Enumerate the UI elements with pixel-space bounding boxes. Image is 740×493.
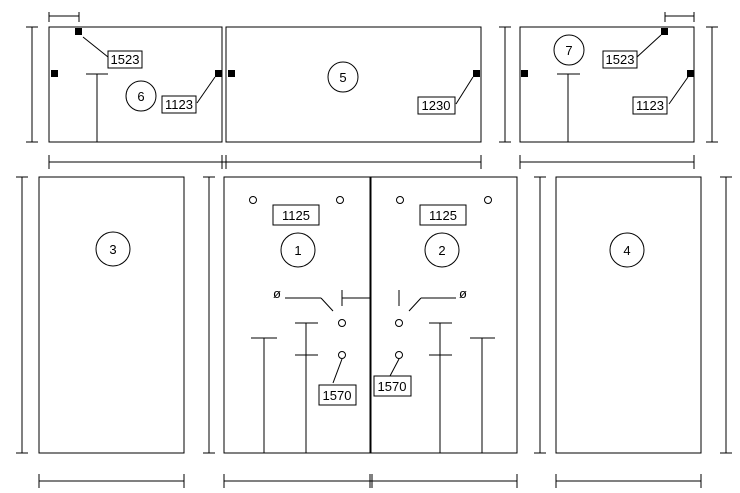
- panel-2-diameter-symbol: ø: [459, 286, 467, 301]
- panel-1-bottom-leader: [332, 358, 343, 384]
- upper-width-dims: [48, 155, 695, 169]
- panel-2-bottom-leader: [389, 358, 400, 377]
- panel-1-top-label: 1125: [282, 208, 310, 223]
- panel-3-callout: [95, 231, 131, 267]
- panel-5-side-leader: [455, 76, 474, 105]
- panel-1-hole: [338, 351, 346, 359]
- panel-1-hole: [336, 196, 344, 204]
- panel-1: 1125 1 ø 1570: [223, 176, 399, 454]
- panel-7-right-marker: [687, 70, 694, 77]
- lower-width-dims: [38, 474, 702, 488]
- panel-2-top-label: 1125: [429, 208, 457, 223]
- panel-2-callout: [424, 232, 460, 268]
- panel-5-side-label: 1230: [422, 98, 451, 113]
- panel-7-side-label: 1123: [636, 98, 664, 113]
- panel-4-callout: [609, 232, 645, 268]
- panel-5-callout: [327, 61, 359, 93]
- panel-7: 1523 1123 7: [519, 12, 695, 143]
- panel-1-hole: [249, 196, 257, 204]
- panel-2-hole: [395, 351, 403, 359]
- panel-5-left-marker: [228, 70, 235, 77]
- panel-4-outline: [555, 176, 702, 454]
- panel-1-number: 1: [294, 243, 301, 258]
- panel-2-hole: [484, 196, 492, 204]
- panel-7-outline: [519, 26, 695, 143]
- panel-5-right-marker: [473, 70, 480, 77]
- panel-1-hole: [338, 319, 346, 327]
- panel-6-right-marker: [215, 70, 222, 77]
- panel-7-left-marker: [521, 70, 528, 77]
- panel-1-callout: [280, 232, 316, 268]
- panel-4: 4: [555, 176, 702, 454]
- panel-6-side-leader: [196, 76, 216, 104]
- panel-6-callout: [125, 80, 157, 112]
- panel-3: 3: [38, 176, 185, 454]
- panel-6-left-marker: [51, 70, 58, 77]
- panel-2: 1125 2 ø 1570: [370, 176, 518, 454]
- upper-height-dims: [26, 26, 718, 143]
- panel-6-hinge-marker: [75, 28, 82, 35]
- panel-2-hole: [395, 319, 403, 327]
- panel-6-top-leader: [82, 36, 109, 58]
- panel-7-top-leader: [636, 34, 662, 58]
- panel-3-outline: [38, 176, 185, 454]
- panel-5: 1230 5: [225, 26, 482, 143]
- panel-2-bottom-label: 1570: [378, 379, 407, 394]
- panel-3-number: 3: [109, 242, 116, 257]
- lower-height-dims: [16, 176, 732, 454]
- panel-5-number: 5: [339, 70, 346, 85]
- panel-1-diameter-symbol: ø: [273, 286, 281, 301]
- panel-6-side-label: 1123: [165, 97, 193, 112]
- panel-7-callout: [553, 34, 585, 66]
- panel-7-hinge-marker: [661, 28, 668, 35]
- panel-6-number: 6: [137, 89, 144, 104]
- panel-6-top-label: 1523: [111, 52, 140, 67]
- panel-6: 1523 1123 6: [48, 12, 223, 143]
- panel-1-bottom-label: 1570: [323, 388, 352, 403]
- panel-7-side-leader: [668, 76, 689, 105]
- panel-7-number: 7: [565, 43, 572, 58]
- panel-2-number: 2: [438, 243, 445, 258]
- panel-4-number: 4: [623, 243, 630, 258]
- panel-7-top-label: 1523: [606, 52, 635, 67]
- panel-2-hole: [396, 196, 404, 204]
